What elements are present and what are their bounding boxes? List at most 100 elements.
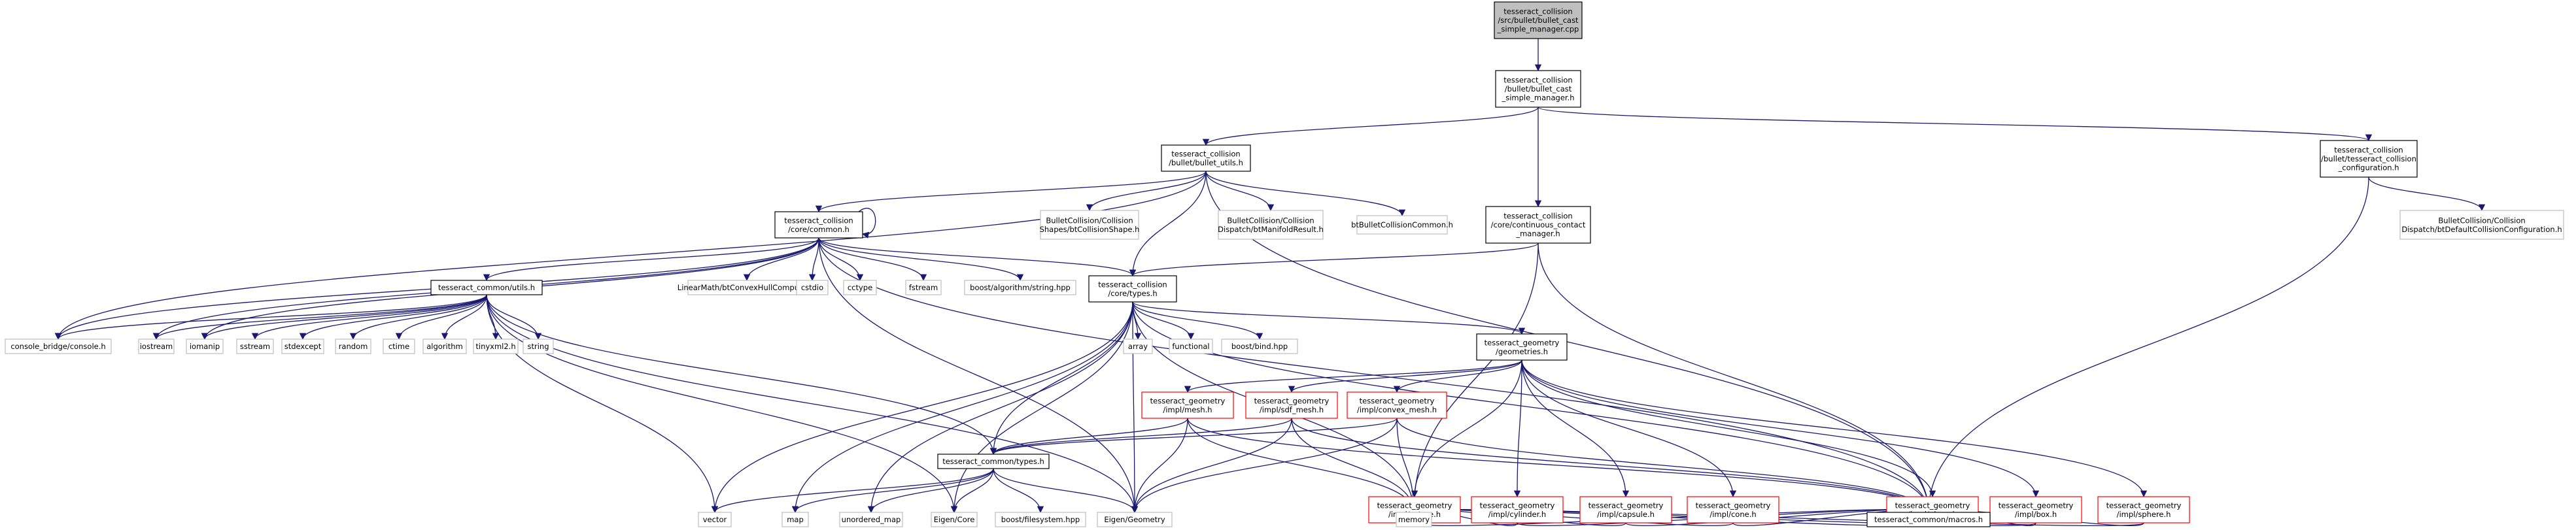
node-box-impl_mesh[interactable] <box>1141 391 1234 419</box>
edge-geometries-to-impl_mesh <box>1184 359 1522 393</box>
node-label-boost_bind-line-0: boost/bind.hpp <box>1231 342 1288 351</box>
node-label-root-line-2: _simple_manager.cpp <box>1497 25 1579 34</box>
node-geometries[interactable]: tesseract_geometry/geometries.h <box>1476 333 1568 361</box>
node-common_macros[interactable]: tesseract_common/macros.h <box>1866 512 1991 527</box>
node-label-bullet_utils-line-1: /bullet/bullet_utils.h <box>1169 158 1243 167</box>
edge-bcsm_h-to-bullet_utils <box>1202 107 1539 146</box>
node-label-root-line-1: /src/bullet/bullet_cast <box>1498 16 1579 25</box>
node-box-console_bridge <box>5 339 112 354</box>
node-impl_mesh[interactable]: tesseract_geometry/impl/mesh.h <box>1141 391 1234 419</box>
node-label-impl_convex_mesh-line-0: tesseract_geometry <box>1360 396 1435 405</box>
node-label-bcsm_h-line-0: tesseract_collision <box>1503 76 1572 85</box>
edge-core_types-to-boost_bind <box>1132 301 1263 340</box>
edge-core_common-to-eigen_geometry <box>818 237 1139 514</box>
node-label-lm_hull-line-0: LinearMath/btConvexHullComputer.h <box>678 283 816 292</box>
node-label-memory-line-0: memory <box>1398 515 1430 524</box>
node-label-continuous_cm-line-0: tesseract_collision <box>1503 212 1572 221</box>
node-label-tess_coll_config-line-0: tesseract_collision <box>2334 146 2403 155</box>
node-label-impl_mesh-line-1: /impl/mesh.h <box>1163 405 1212 414</box>
node-box-continuous_cm[interactable] <box>1485 206 1591 244</box>
node-continuous_cm[interactable]: tesseract_collision/core/continuous_cont… <box>1485 206 1591 244</box>
edge-continuous_cm-to-common_macros <box>1537 242 1932 514</box>
node-box-impl_sphere[interactable] <box>2097 496 2190 523</box>
node-box-bt_coll_shape <box>1040 210 1139 240</box>
edge-continuous_cm-to-core_types <box>1129 242 1539 277</box>
edge-impl_convex_mesh-to-common_types <box>990 418 1398 455</box>
node-box-common_types[interactable] <box>937 454 1050 469</box>
edge-core_common-to-boost_string <box>818 237 1024 282</box>
node-box-core_types[interactable] <box>1088 275 1177 303</box>
node-box-cctype <box>843 280 877 295</box>
edge-common_utils-to-iomanip <box>201 294 487 340</box>
edge-geometries-to-impl_cylinder <box>1513 359 1522 498</box>
node-box-impl_sdf_mesh[interactable] <box>1245 391 1338 419</box>
node-lm_hull: LinearMath/btConvexHullComputer.h <box>678 280 816 295</box>
node-array: array <box>1123 339 1153 354</box>
node-box-vector <box>698 512 732 527</box>
node-box-common_utils[interactable] <box>430 280 543 295</box>
node-label-tess_coll_config-line-1: /bullet/tesseract_collision <box>2321 154 2416 163</box>
edge-core_types-to-geometries <box>1132 301 1525 335</box>
node-label-impl_convex_mesh-line-1: /impl/convex_mesh.h <box>1357 405 1437 414</box>
node-boost_bind: boost/bind.hpp <box>1221 339 1298 354</box>
node-label-tinyxml2-line-0: tinyxml2.h <box>475 342 515 351</box>
node-label-core_common-line-0: tesseract_collision <box>784 216 853 225</box>
node-label-cctype-line-0: cctype <box>848 283 872 292</box>
edge-geometries-to-impl_octree <box>1411 359 1522 498</box>
node-label-impl_capsule-line-0: tesseract_geometry <box>1589 501 1664 510</box>
node-box-bt_manifold <box>1218 210 1324 240</box>
node-tess_coll_config[interactable]: tesseract_collision/bullet/tesseract_col… <box>2320 140 2418 178</box>
edge-core_types-to-unordered_map <box>867 301 1133 514</box>
node-box-tinyxml2 <box>473 339 519 354</box>
node-impl_convex_mesh[interactable]: tesseract_geometry/impl/convex_mesh.h <box>1347 391 1447 419</box>
edge-bullet_utils-to-console_bridge <box>54 171 1207 340</box>
node-box-impl_cylinder[interactable] <box>1471 496 1564 523</box>
node-eigen_geometry: Eigen/Geometry <box>1097 512 1173 527</box>
node-impl_cylinder[interactable]: tesseract_geometry/impl/cylinder.h <box>1471 496 1564 523</box>
node-string: string <box>523 339 554 354</box>
node-bcsm_h[interactable]: tesseract_collision/bullet/bullet_cast_s… <box>1495 70 1581 108</box>
node-sstream: sstream <box>236 339 274 354</box>
edge-geometries-to-impl_cone <box>1521 359 1737 498</box>
edge-bullet_utils-to-core_types <box>1129 171 1207 277</box>
node-label-continuous_cm-line-2: _manager.h <box>1515 229 1560 239</box>
node-box-bullet_utils[interactable] <box>1161 144 1251 172</box>
node-impl_sdf_mesh[interactable]: tesseract_geometry/impl/sdf_mesh.h <box>1245 391 1338 419</box>
node-box-common_macros[interactable] <box>1866 512 1991 527</box>
edge-core_types-to-vector <box>711 301 1133 514</box>
node-box-impl_cone[interactable] <box>1687 496 1779 523</box>
node-algorithm: algorithm <box>422 339 467 354</box>
node-bt_manifold: BulletCollision/CollisionDispatch/btMani… <box>1218 210 1324 240</box>
node-box-impl_capsule[interactable] <box>1579 496 1672 523</box>
node-common_utils[interactable]: tesseract_common/utils.h <box>430 280 543 295</box>
edge-bullet_utils-to-bt_coll_common <box>1205 171 1406 217</box>
node-memory: memory <box>1396 512 1432 527</box>
node-box-tess_coll_config[interactable] <box>2320 140 2418 178</box>
node-box-core_common[interactable] <box>774 211 863 239</box>
node-core_types[interactable]: tesseract_collision/core/types.h <box>1088 275 1177 303</box>
node-common_types[interactable]: tesseract_common/types.h <box>937 454 1050 469</box>
node-impl_sphere[interactable]: tesseract_geometry/impl/sphere.h <box>2097 496 2190 523</box>
node-bullet_utils[interactable]: tesseract_collision/bullet/bullet_utils.… <box>1161 144 1251 172</box>
node-impl_capsule[interactable]: tesseract_geometry/impl/capsule.h <box>1579 496 1672 523</box>
node-root[interactable]: tesseract_collision/src/bullet/bullet_ca… <box>1494 1 1583 39</box>
node-label-geometries-line-1: /geometries.h <box>1496 347 1548 356</box>
node-box-root[interactable] <box>1494 1 1583 39</box>
node-label-fstream-line-0: fstream <box>909 283 938 292</box>
node-label-impl_sphere-line-0: tesseract_geometry <box>2106 501 2182 510</box>
edge-impl_sdf_mesh-to-eigen_geometry <box>1131 418 1292 514</box>
edge-core_types-to-eigen_geometry <box>1131 301 1139 514</box>
node-box-bcsm_h[interactable] <box>1495 70 1581 108</box>
edge-tess_coll_config-to-bt_default_cfg <box>2368 176 2486 212</box>
node-label-impl_sdf_mesh-line-0: tesseract_geometry <box>1254 396 1330 405</box>
node-impl_cone[interactable]: tesseract_geometry/impl/cone.h <box>1687 496 1779 523</box>
node-impl_box[interactable]: tesseract_geometry/impl/box.h <box>1989 496 2082 523</box>
node-core_common[interactable]: tesseract_collision/core/common.h <box>774 211 863 239</box>
node-box-geometries[interactable] <box>1476 333 1568 361</box>
node-box-impl_convex_mesh[interactable] <box>1347 391 1447 419</box>
edge-common_utils-to-iostream <box>152 294 487 340</box>
node-label-bullet_utils-line-0: tesseract_collision <box>1171 149 1240 158</box>
node-label-core_common-line-1: /core/common.h <box>788 225 850 234</box>
node-box-impl_box[interactable] <box>1989 496 2082 523</box>
node-tinyxml2: tinyxml2.h <box>473 339 519 354</box>
